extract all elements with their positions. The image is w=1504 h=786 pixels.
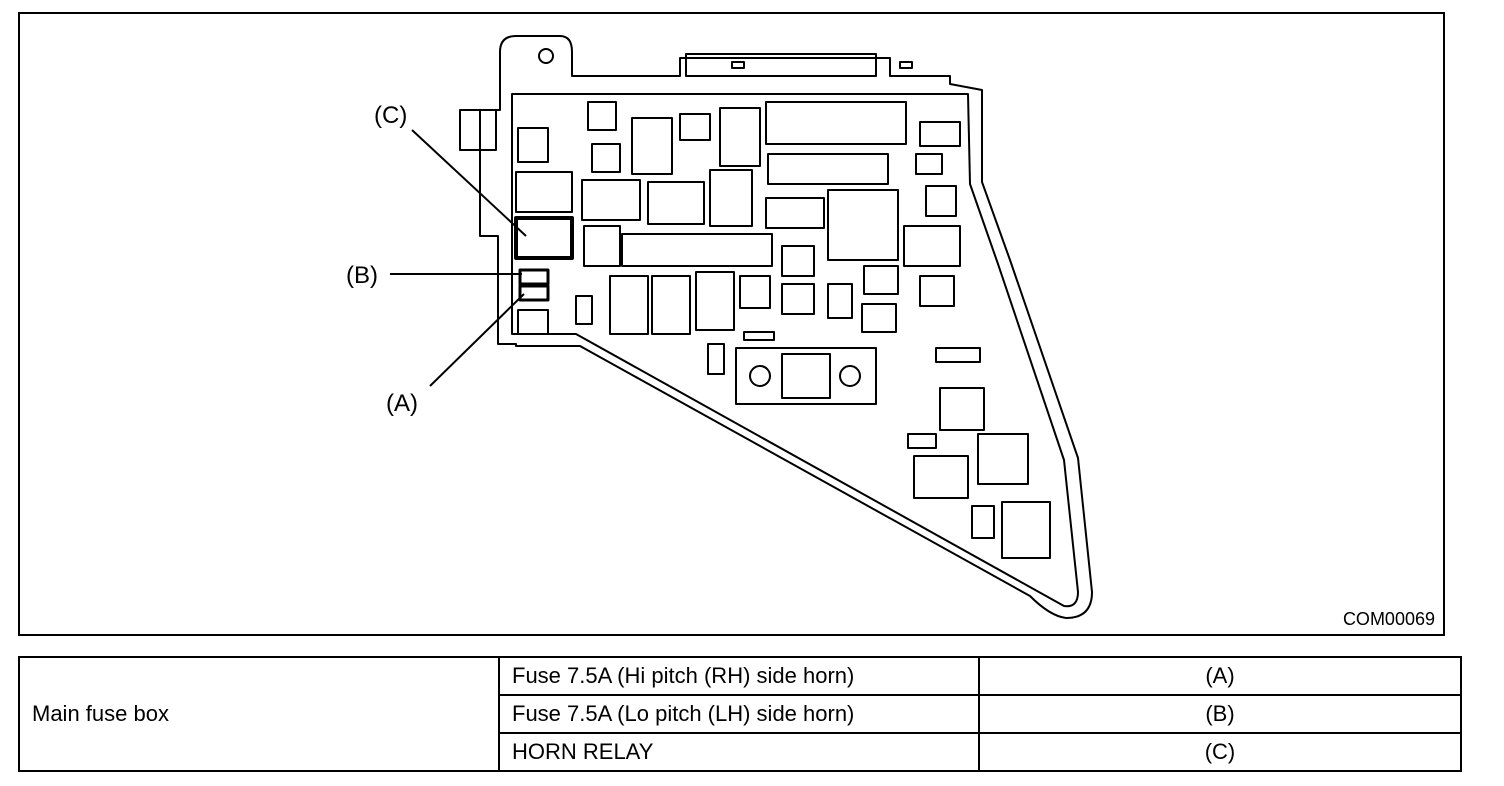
fuse-strip [767,153,889,185]
relay-block [695,271,735,331]
horn-fuse-b [518,268,550,286]
fuse-box-housing [479,35,1093,619]
relay-block [719,107,761,167]
relay-block [581,179,641,221]
ref-cell: (C) [978,732,1462,772]
fuse-cluster [517,309,549,335]
side-bracket [459,109,497,151]
table-row: Fuse 7.5A (Lo pitch (LH) side horn) (B) [19,694,1462,734]
fuse-cluster [575,295,593,325]
fuse-cluster [861,303,897,333]
relay-block [971,505,995,539]
fuse-cluster [781,245,815,277]
fuse-cluster [919,121,961,147]
fuse-cluster [739,275,771,309]
fuse-cluster [679,113,711,141]
relay-block [651,275,691,335]
fusible-link [735,347,877,405]
relay-block [935,347,981,363]
horn-relay-c [514,216,574,260]
callout-c: (C) [374,102,408,129]
callout-a: (A) [386,390,418,417]
relay-block [903,225,961,267]
relay-block [609,275,649,335]
relay-block [1001,501,1051,559]
mounting-hole [538,48,554,64]
item-cell: Fuse 7.5A (Lo pitch (LH) side horn) [498,694,980,734]
terminal-stud [749,365,771,387]
relay-block [765,101,907,145]
relay-block [647,181,705,225]
relay-block [631,117,673,175]
relay-block [907,433,937,449]
ref-cell: (B) [978,694,1462,734]
legend-table: Main fuse box Fuse 7.5A (Hi pitch (RH) s… [18,656,1462,772]
relay-block [515,171,573,213]
fuse-cluster [863,265,899,295]
location-cell: Main fuse box [18,656,500,772]
fuse-box-diagram [390,35,1093,619]
callout-b: (B) [346,262,378,289]
horn-fuse-a [518,284,550,302]
table-row: HORN RELAY (C) [19,732,1462,772]
fuse-cluster [827,283,853,319]
fuse-cluster [925,185,957,217]
relay-block [939,387,985,431]
relay-block [709,169,753,227]
relay-block [977,433,1029,485]
fuse-cluster [915,153,943,175]
fuse-box-inner-outline [511,93,1079,608]
terminal-stud [839,365,861,387]
fuse-cluster [781,283,815,315]
leader-line-c [411,129,527,237]
fuse-cluster [591,143,621,173]
ref-cell: (A) [978,656,1462,696]
item-cell: Fuse 7.5A (Hi pitch (RH) side horn) [498,656,980,696]
leader-line-a [429,293,525,387]
table-row: Main fuse box Fuse 7.5A (Hi pitch (RH) s… [18,656,1462,772]
figure-code: COM00069 [1342,609,1435,629]
top-plate [685,53,877,77]
fuse-cluster [707,343,725,375]
figure-frame: (C) (B) (A) COM00069 [18,12,1445,636]
fuse-cluster [517,127,549,163]
fuse-cluster [919,275,955,307]
fuse-cluster [587,101,617,131]
relay-block [583,225,621,267]
relay-block [827,189,899,261]
fuse-strip [621,233,773,267]
item-cell: HORN RELAY [498,732,980,772]
fuse-strip [765,197,825,229]
relay-block [913,455,969,499]
